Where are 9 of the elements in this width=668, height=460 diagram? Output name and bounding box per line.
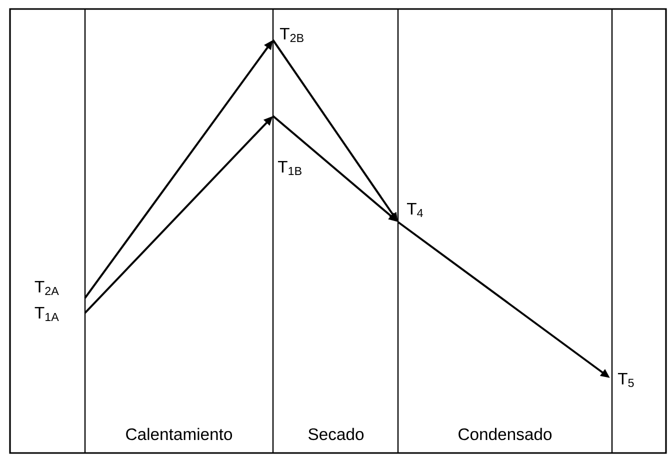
stage-label: Calentamiento — [126, 428, 232, 440]
point-label: T$_{4}$ — [406, 203, 423, 217]
stage-label: Secado — [308, 428, 364, 440]
stage-label: Condensado — [458, 428, 552, 440]
point-label: T$_{1A}$ — [34, 307, 59, 321]
point-label: T$_{1B}$ — [278, 161, 302, 175]
point-label: T$_{2A}$ — [34, 280, 59, 296]
point-label: T$_{2B}$ — [280, 28, 304, 42]
point-label: T$_{5}$ — [618, 372, 634, 388]
